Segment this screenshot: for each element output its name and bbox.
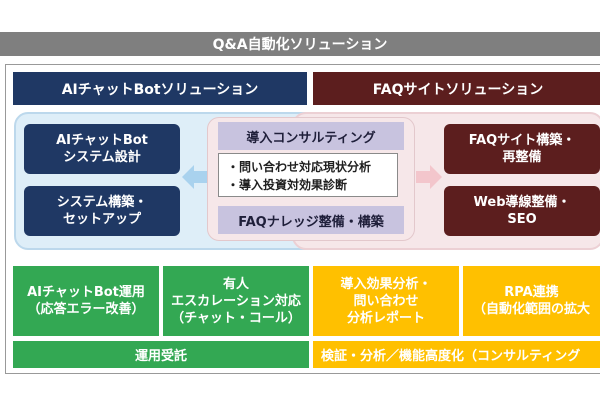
faq-web-seo-line1: Web導線整備・ [473,195,571,210]
consulting-item: ・導入投資対効果診断 [227,178,348,192]
faq-site-header: FAQサイトソリューション [313,72,600,105]
ai-chatbot-header: AIチャットBotソリューション [13,72,307,105]
effect-analysis-line2: 問い合わせ [353,293,419,309]
ai-system-build-box: システム構築・ セットアップ [24,186,180,236]
faq-site-build-line2: 再整備 [502,150,542,165]
diagram-title: Q&A自動化ソリューション [0,32,600,56]
ai-system-build-line1: システム構築・ [56,195,148,210]
chatbot-operation-line2: （応答エラー改善） [27,302,145,317]
consulting-item: ・問い合わせ対応現状分析 [227,160,372,174]
rpa-integration-line1: RPA連携 [504,285,559,300]
faq-site-build-line1: FAQサイト構築・ [468,133,576,148]
ai-system-design-line1: AIチャットBot [56,133,148,148]
operation-outsourcing-bar: 運用受託 [13,341,309,368]
faq-knowledge-box: FAQナレッジ整備・構築 [218,206,404,234]
faq-site-build-box: FAQサイト構築・ 再整備 [444,124,600,174]
rpa-integration-box: RPA連携 （自動化範囲の拡大 [463,266,600,336]
consulting-item-list: ・問い合わせ対応現状分析 ・導入投資対効果診断 [218,153,398,197]
faq-web-seo-box: Web導線整備・ SEO [444,186,600,236]
left-arrow-icon [182,165,208,189]
ai-system-design-box: AIチャットBot システム設計 [24,124,180,174]
ai-system-build-line2: セットアップ [62,212,141,227]
right-arrow-icon [416,165,442,189]
faq-web-seo-line2: SEO [507,212,537,227]
chatbot-operation-box: AIチャットBot運用 （応答エラー改善） [13,266,159,336]
ai-system-design-line2: システム設計 [63,150,141,165]
effect-analysis-line1: 導入効果分析・ [340,276,432,292]
escalation-line1: 有人 [222,276,249,292]
chatbot-operation-line1: AIチャットBot運用 [27,285,145,300]
escalation-line3: （チャット・コール） [171,310,301,326]
rpa-integration-line2: （自動化範囲の拡大 [472,302,590,317]
consulting-title-box: 導入コンサルティング [218,122,404,150]
effect-analysis-line3: 分析レポート [346,310,425,326]
escalation-line2: エスカレーション対応 [171,293,301,309]
effect-analysis-box: 導入効果分析・ 問い合わせ 分析レポート [313,266,459,336]
escalation-box: 有人 エスカレーション対応 （チャット・コール） [163,266,309,336]
verification-consulting-bar: 検証・分析／機能高度化（コンサルティング [313,341,600,368]
